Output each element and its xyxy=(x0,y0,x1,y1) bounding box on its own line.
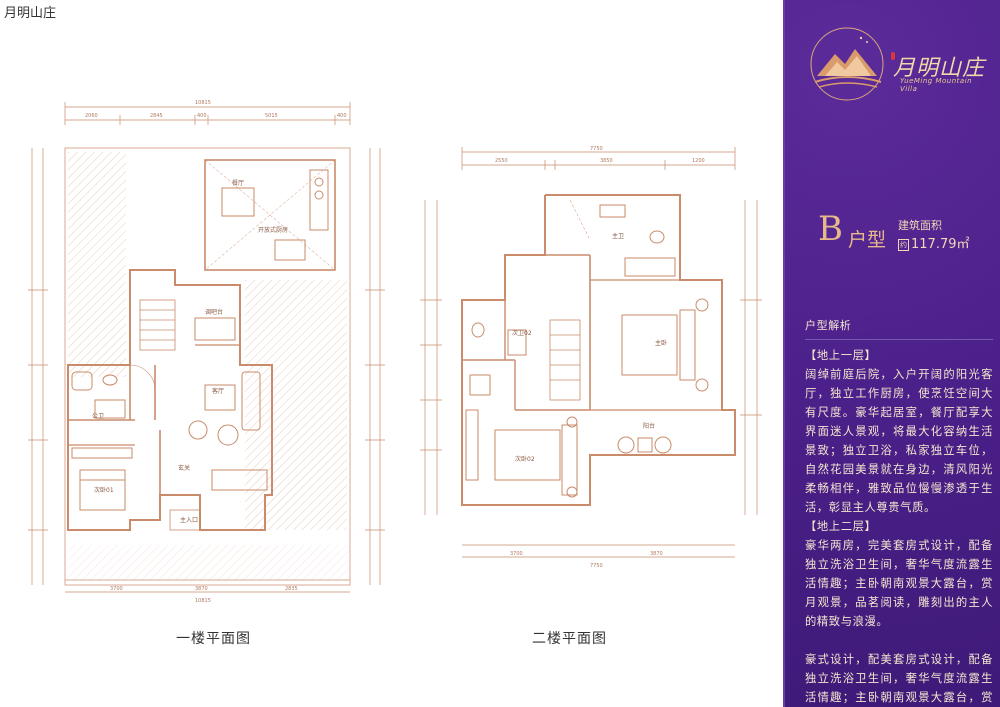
room-label: 客厅 xyxy=(212,387,224,395)
floor2-plan-label: 二楼平面图 xyxy=(532,631,607,647)
dim-label: 10815 xyxy=(195,598,211,604)
unit-type-letter: B xyxy=(818,209,843,249)
dim-label: 3870 xyxy=(650,551,663,557)
analysis-title: 户型解析 xyxy=(805,319,852,332)
floor1-dimension-labels: 10815 2060 2845 400 5015 400 3700 3870 2… xyxy=(85,100,347,604)
room-label: 阳台 xyxy=(643,422,655,430)
floor-plans-drawing: 餐厅 开放式厨房 调吧台 客厅 公卫 次卧01 玄关 主入口 10815 206… xyxy=(28,100,762,604)
divider xyxy=(805,339,993,340)
dim-label: 3700 xyxy=(110,586,123,592)
dim-label: 3870 xyxy=(195,586,208,592)
logo-chinese-name: 月明山庄 xyxy=(893,56,986,81)
floor1-plan xyxy=(28,102,385,593)
dim-label: 1200 xyxy=(692,158,705,164)
extra-description: 豪式设计，配美套房式设计，配备独立洗浴卫生间，奢华气度流露生活情趣；主卧朝南观景… xyxy=(805,653,993,704)
mountain-moon-icon xyxy=(810,27,884,101)
dim-label: 7750 xyxy=(590,563,603,569)
dim-label: 3850 xyxy=(600,158,613,164)
floor1-room-labels: 餐厅 开放式厨房 调吧台 客厅 公卫 次卧01 玄关 主入口 xyxy=(92,179,288,524)
unit-type-word: 户型 xyxy=(848,229,887,251)
floor2-description: 豪华两房，完美套房式设计，配备独立洗浴卫生间，奢华气度流露生活情趣；主卧朝南观景… xyxy=(805,539,993,628)
floor2-plan xyxy=(420,147,762,558)
brand-logo: 月明山庄 YueMing Mountain Villa xyxy=(805,24,985,104)
dim-label: 3700 xyxy=(510,551,523,557)
floor2-dimension-labels: 7750 2550 3850 1200 3700 3870 7750 xyxy=(495,146,705,569)
dim-label: 2060 xyxy=(85,113,98,119)
dim-label: 2550 xyxy=(495,158,508,164)
room-label: 玄关 xyxy=(178,464,190,472)
room-label: 餐厅 xyxy=(232,179,244,187)
floor2-room-labels: 主卫 次卫02 主卧 次卧02 阳台 xyxy=(512,232,667,463)
room-label: 调吧台 xyxy=(205,308,223,316)
layout-analysis: 户型解析 【地上一层】 阔绰前庭后院，入户开阔的阳光客厅，独立工作厨房，使烹饪空… xyxy=(805,316,993,707)
dim-label: 400 xyxy=(337,113,347,119)
floor2-heading: 【地上二层】 xyxy=(805,520,877,533)
floor1-description: 阔绰前庭后院，入户开阔的阳光客厅，独立工作厨房，使烹饪空间大有尺度。豪华起居室，… xyxy=(805,368,993,514)
room-label: 开放式厨房 xyxy=(258,226,288,234)
floor1-heading: 【地上一层】 xyxy=(805,349,877,362)
dim-label: 5015 xyxy=(265,113,278,119)
panel-edge xyxy=(783,0,785,707)
dim-label: 400 xyxy=(197,113,207,119)
dim-label: 2845 xyxy=(150,113,163,119)
room-label: 次卧02 xyxy=(515,455,535,463)
room-label: 主入口 xyxy=(180,516,198,524)
logo-english-name: YueMing Mountain Villa xyxy=(900,77,973,93)
dim-label: 7750 xyxy=(590,146,603,152)
room-label: 公卫 xyxy=(92,413,104,420)
room-label: 主卧 xyxy=(655,339,667,347)
dim-label: 10815 xyxy=(195,100,211,106)
page-title: 月明山庄 xyxy=(4,6,57,21)
room-label: 次卫02 xyxy=(512,329,532,337)
floor1-plan-label: 一楼平面图 xyxy=(176,631,251,647)
room-label: 次卧01 xyxy=(94,486,114,494)
area-approx-badge: 约 xyxy=(898,238,909,251)
spacer xyxy=(805,631,993,650)
dim-label: 2835 xyxy=(285,586,298,592)
area-label: 建筑面积 xyxy=(898,219,942,232)
room-label: 主卫 xyxy=(612,232,624,240)
area-value: 117.79㎡ xyxy=(911,237,970,252)
logo-accent-mark xyxy=(891,52,895,60)
